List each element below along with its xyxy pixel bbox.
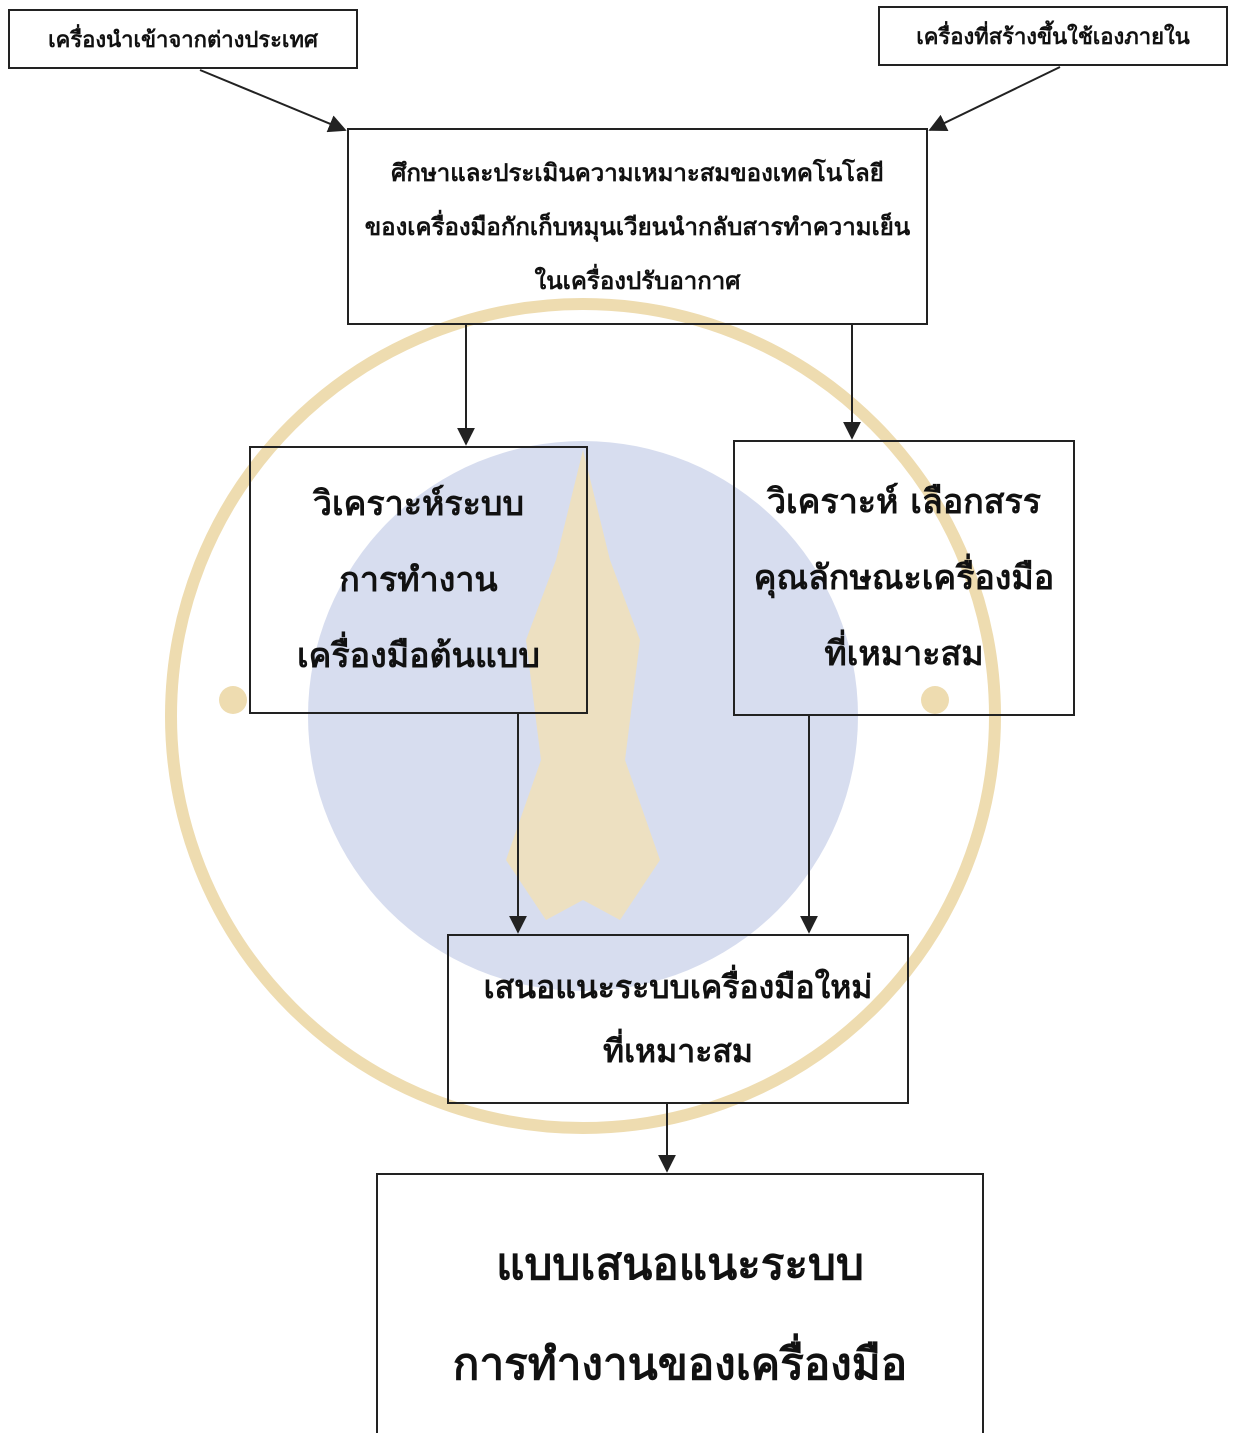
input-local-machines: เครื่องที่สร้างขึ้นใช้เองภายใน (878, 6, 1228, 66)
input-imported-machines: เครื่องนำเข้าจากต่างประเทศ (8, 9, 358, 69)
analyze-system-line-2: การทำงาน (339, 560, 498, 600)
result-line-2: การทำงานของเครื่องมือ (452, 1339, 908, 1390)
analyze-system-line-1: วิเคราะห์ระบบ (312, 484, 525, 524)
propose-line-2: ที่เหมาะสม (603, 1032, 753, 1070)
study-line-1: ศึกษาและประเมินความเหมาะสมของเทคโนโลยี (391, 157, 884, 187)
seal-outer-ring (165, 298, 1001, 1134)
analyze-select-line-3: ที่เหมาะสม (824, 634, 984, 674)
analyze-select-box: วิเคราะห์ เลือกสรร คุณลักษณะเครื่องมือ ท… (733, 440, 1075, 716)
analyze-select-line-2: คุณลักษณะเครื่องมือ (753, 558, 1055, 598)
result-line-1: แบบเสนอแนะระบบ (496, 1239, 864, 1290)
seal-emblem (506, 450, 660, 920)
result-proposal-box: แบบเสนอแนะระบบ การทำงานของเครื่องมือ (376, 1173, 984, 1433)
seal-right-ornament (921, 686, 949, 714)
propose-system-box: เสนอแนะระบบเครื่องมือใหม่ ที่เหมาะสม (447, 934, 909, 1104)
analyze-select-line-1: วิเคราะห์ เลือกสรร (766, 482, 1042, 522)
input-local-label: เครื่องที่สร้างขึ้นใช้เองภายใน (916, 23, 1190, 50)
analyze-system-line-3: เครื่องมือต้นแบบ (297, 636, 540, 676)
study-line-3: ในเครื่องปรับอากาศ (534, 265, 741, 295)
study-line-2: ของเครื่องมือกักเก็บหมุนเวียนนำกลับสารทำ… (364, 211, 911, 241)
propose-line-1: เสนอแนะระบบเครื่องมือใหม่ (483, 968, 873, 1006)
input-imported-label: เครื่องนำเข้าจากต่างประเทศ (48, 26, 318, 53)
study-evaluate-box: ศึกษาและประเมินความเหมาะสมของเทคโนโลยี ข… (347, 128, 928, 325)
seal-left-ornament (219, 686, 247, 714)
analyze-system-box: วิเคราะห์ระบบ การทำงาน เครื่องมือต้นแบบ (249, 446, 588, 714)
